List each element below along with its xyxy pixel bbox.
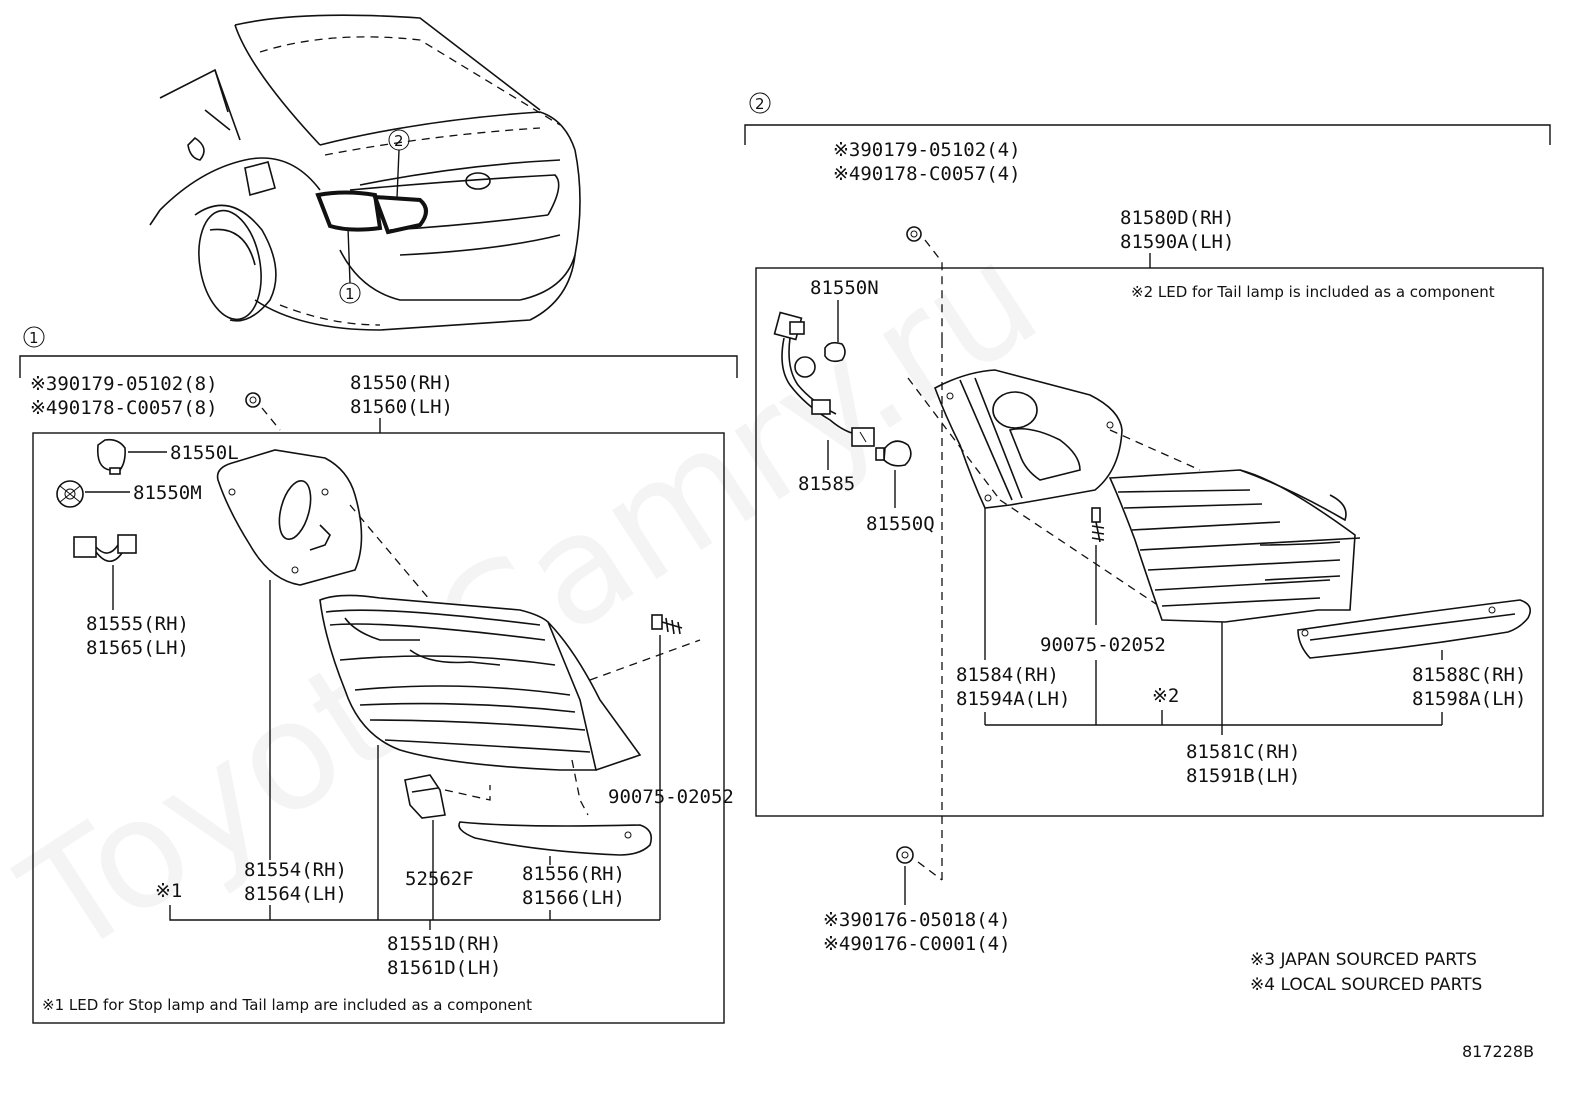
s1-assy-lh: 81560(LH) [350, 396, 453, 418]
housing-part [934, 369, 1123, 509]
s2-clip-japan: ※390179-05102(4) [833, 139, 1021, 161]
s2-nut-local: ※490176-C0001(4) [823, 933, 1011, 955]
gasket-part [216, 449, 363, 586]
s2-note: ※2 LED for Tail lamp is included as a co… [1131, 283, 1495, 301]
s1-wire-lh: 81565(LH) [86, 637, 189, 659]
clip-icon [245, 392, 261, 408]
s1-lens-lh: 81561D(LH) [387, 957, 501, 979]
connector-icon [73, 534, 137, 563]
s2-lens-rh: 81581C(RH) [1186, 741, 1300, 763]
s1-cover-rh: 81556(RH) [522, 863, 625, 885]
s1-clip-local: ※490178-C0057(8) [30, 397, 218, 419]
bracket-part [404, 774, 446, 819]
s2-clip-local: ※490178-C0057(4) [833, 163, 1021, 185]
s2-star2: ※2 [1152, 685, 1179, 707]
bulb-icon-q [875, 440, 912, 467]
rear-car-view [149, 14, 581, 331]
callout-1-car: 1 [339, 227, 361, 304]
tail-lamp-inner-marker [372, 194, 428, 235]
s2-cover-rh: 81588C(RH) [1412, 664, 1526, 686]
diagram-id: 817228B [1462, 1042, 1534, 1061]
screw-icon [651, 614, 683, 635]
s1-cover-lh: 81566(LH) [522, 887, 625, 909]
s2-gasket-lh: 81594A(LH) [956, 688, 1070, 710]
s2-gasket-rh: 81584(RH) [956, 664, 1059, 686]
legend: ※3 JAPAN SOURCED PARTS ※4 LOCAL SOURCED … [1250, 950, 1482, 995]
bulb-icon-n [824, 341, 846, 363]
s2-assy-lh: 81590A(LH) [1120, 231, 1234, 253]
s1-bulb-label: 81550L [170, 442, 239, 464]
nut-icon [896, 846, 914, 864]
s1-star1: ※1 [155, 880, 182, 902]
wire-harness-part [773, 311, 875, 447]
section-1-label: 1 [29, 329, 39, 347]
s1-assy-rh: 81550(RH) [350, 372, 453, 394]
s1-wire-rh: 81555(RH) [86, 613, 189, 635]
s1-gasket-rh: 81554(RH) [244, 859, 347, 881]
s2-lens-lh: 81591B(LH) [1186, 765, 1300, 787]
s2-bulb-n-label: 81550N [810, 277, 879, 299]
clip-icon-2 [906, 226, 922, 242]
lens-assembly-part-2 [1108, 469, 1361, 623]
section-2-label: 2 [755, 95, 765, 113]
section-1: 1 ※390179-05102(8) ※490178-C0057(8) 8155… [19, 326, 738, 1024]
s1-socket-label: 81550M [133, 482, 202, 504]
s2-cover-lh: 81598A(LH) [1412, 688, 1526, 710]
lens-assembly-part [319, 594, 642, 771]
cover-part-2 [1297, 599, 1531, 659]
s2-wire-label: 81585 [798, 473, 855, 495]
s1-gasket-lh: 81564(LH) [244, 883, 347, 905]
socket-icon [56, 480, 84, 508]
cover-part [458, 821, 653, 856]
s2-assy-rh: 81580D(RH) [1120, 207, 1234, 229]
legend-local: ※4 LOCAL SOURCED PARTS [1250, 975, 1482, 995]
s1-note: ※1 LED for Stop lamp and Tail lamp are i… [42, 996, 532, 1014]
s1-lens-rh: 81551D(RH) [387, 933, 501, 955]
s2-bulb-q-label: 81550Q [866, 513, 935, 535]
callout-2-text: 2 [394, 132, 404, 150]
legend-japan: ※3 JAPAN SOURCED PARTS [1250, 950, 1477, 970]
tail-lamp-outer-marker [315, 190, 383, 232]
screw-icon-2 [1091, 507, 1105, 543]
s2-screw-label: 90075-02052 [1040, 634, 1166, 656]
s1-clip-japan: ※390179-05102(8) [30, 373, 218, 395]
section-2: 2 ※390179-05102(4) ※490178-C0057(4) 8158… [744, 92, 1551, 955]
bulb-icon [96, 438, 126, 475]
s2-nut-japan: ※390176-05018(4) [823, 909, 1011, 931]
callout-1-text: 1 [345, 285, 355, 303]
s1-bracket-label: 52562F [405, 868, 474, 890]
callout-2-car: 2 [388, 129, 410, 199]
s1-screw-label: 90075-02052 [608, 786, 734, 808]
